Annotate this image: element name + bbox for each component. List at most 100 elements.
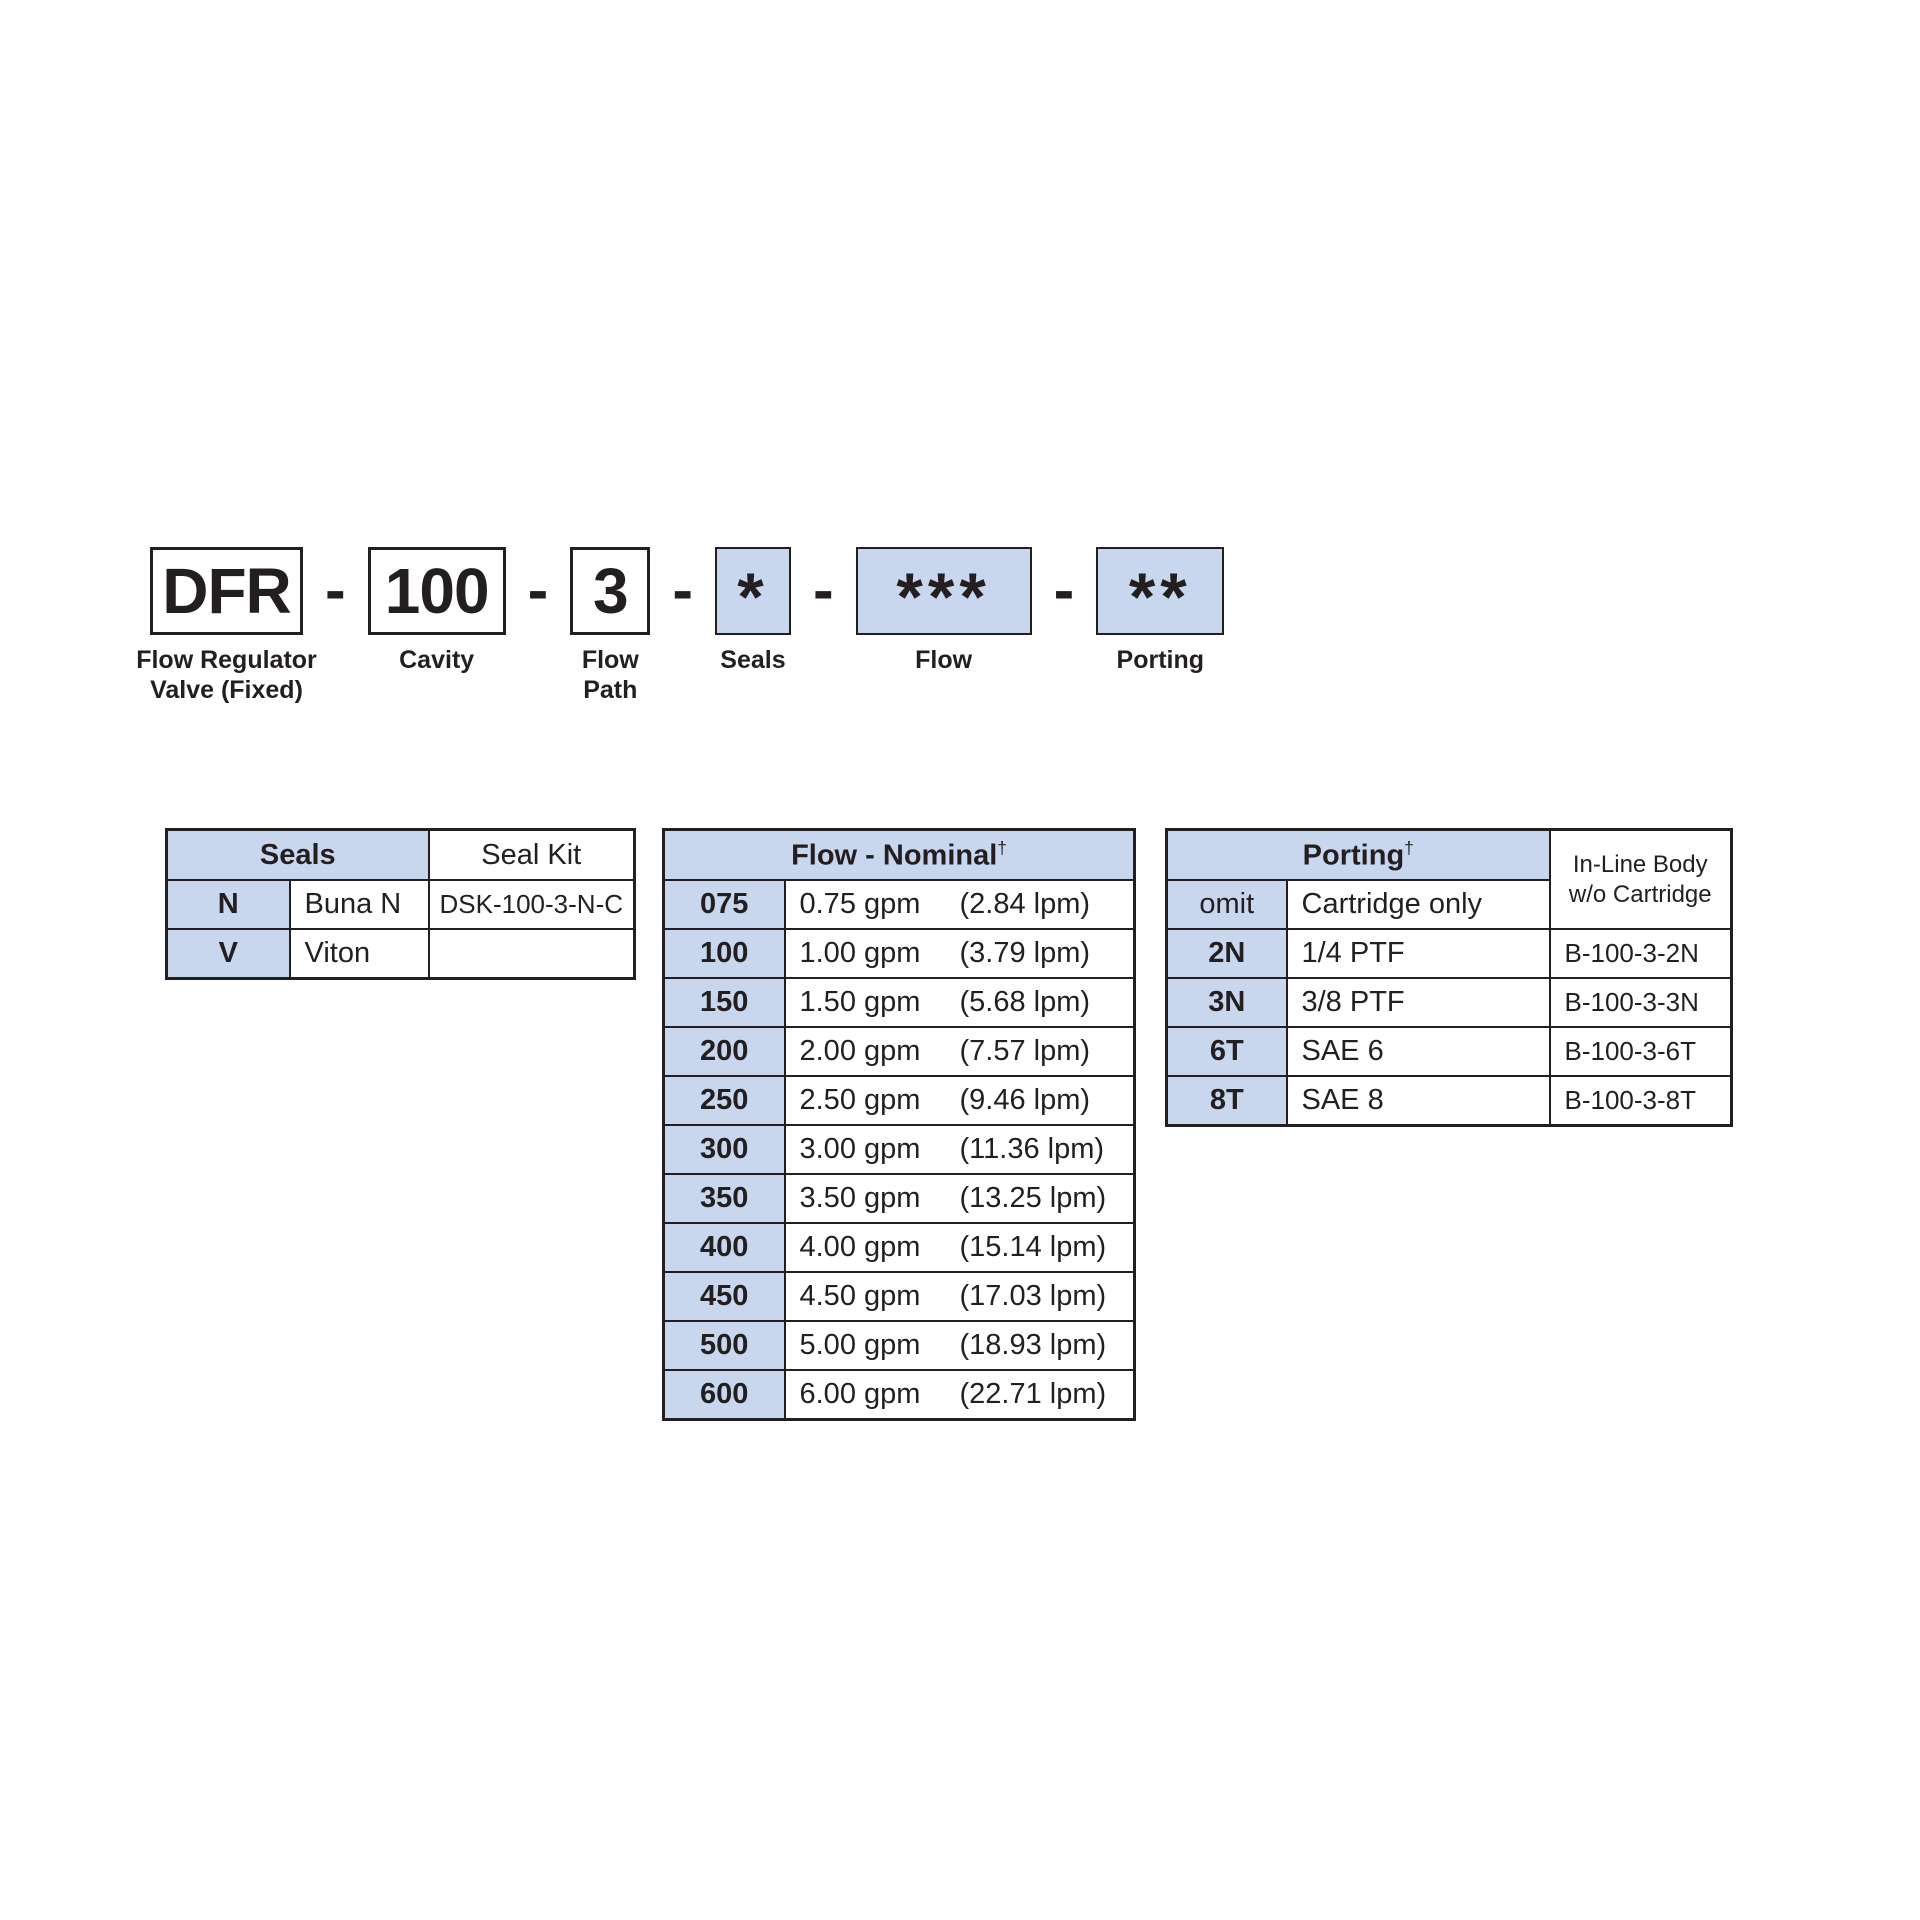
porting-description: SAE 8 — [1285, 1075, 1551, 1127]
table-row: 600 6.00 gpm(22.71 lpm) — [662, 1369, 1136, 1421]
seal-code: N — [165, 879, 291, 930]
flow-value: 5.00 gpm(18.93 lpm) — [783, 1320, 1136, 1371]
flow-code: 500 — [662, 1320, 786, 1371]
porting-table-title: Porting† — [1165, 828, 1551, 881]
table-row: 100 1.00 gpm(3.79 lpm) — [662, 928, 1136, 979]
seal-material: Buna N — [288, 879, 430, 930]
seals-table-header-row: Seals Seal Kit — [165, 828, 636, 881]
code-box-flow-path: 3 — [570, 547, 651, 635]
porting-description: 1/4 PTF — [1285, 928, 1551, 979]
code-box-seals-text: * — [737, 559, 769, 635]
porting-code: 3N — [1165, 977, 1288, 1028]
flow-code: 600 — [662, 1369, 786, 1421]
porting-description: SAE 6 — [1285, 1026, 1551, 1077]
code-box-seals: * — [714, 547, 791, 635]
segment-label-seals: Seals — [720, 646, 786, 674]
inline-body-column-header: In-Line Body w/o Cartridge — [1548, 828, 1733, 930]
flow-code: 075 — [662, 879, 786, 930]
flow-value: 2.00 gpm(7.57 lpm) — [783, 1026, 1136, 1077]
segment-label-flow-regulator: Flow Regulator Valve (Fixed) — [136, 646, 317, 704]
flow-code: 150 — [662, 977, 786, 1028]
flow-code: 350 — [662, 1173, 786, 1224]
model-code-segment-prefix: DFR Flow Regulator Valve (Fixed) — [136, 547, 317, 704]
seal-kit-number: DSK-100-3-N-C — [427, 879, 636, 930]
segment-label-flow-path: Flow Path — [581, 646, 639, 704]
flow-value: 3.50 gpm(13.25 lpm) — [783, 1173, 1136, 1224]
code-box-dfr-text: DFR — [162, 555, 292, 627]
flow-nominal-table: Flow - Nominal† 075 0.75 gpm(2.84 lpm) 1… — [662, 828, 1137, 1421]
code-box-flow-text: *** — [896, 559, 991, 635]
seal-kit-number — [427, 928, 636, 980]
table-row: 400 4.00 gpm(15.14 lpm) — [662, 1222, 1136, 1273]
model-code-segment-porting: ** Porting — [1096, 547, 1225, 674]
porting-table-header-row: Porting† In-Line Body w/o Cartridge — [1165, 828, 1733, 930]
table-row: 075 0.75 gpm(2.84 lpm) — [662, 879, 1136, 930]
segment-label-porting: Porting — [1116, 646, 1205, 674]
seal-kit-column-header: Seal Kit — [427, 828, 636, 881]
code-separator-dash: - — [812, 556, 834, 625]
code-box-flow: *** — [855, 547, 1032, 635]
flow-value: 3.00 gpm(11.36 lpm) — [783, 1124, 1136, 1175]
table-row: 500 5.00 gpm(18.93 lpm) — [662, 1320, 1136, 1371]
segment-label-flow: Flow — [915, 646, 973, 674]
code-separator-dash: - — [325, 556, 346, 625]
dagger-footnote-mark: † — [997, 837, 1007, 858]
flow-code: 400 — [662, 1222, 786, 1273]
model-code-segment-cavity: 100 Cavity — [367, 547, 506, 674]
table-row: 350 3.50 gpm(13.25 lpm) — [662, 1173, 1136, 1224]
code-box-porting: ** — [1096, 547, 1225, 635]
flow-code: 300 — [662, 1124, 786, 1175]
flow-value: 2.50 gpm(9.46 lpm) — [783, 1075, 1136, 1126]
inline-body-part-number: B-100-3-2N — [1548, 928, 1733, 979]
table-row: 200 2.00 gpm(7.57 lpm) — [662, 1026, 1136, 1077]
porting-table: Porting† In-Line Body w/o Cartridge omit… — [1165, 828, 1734, 1127]
segment-label-cavity: Cavity — [399, 646, 475, 674]
flow-table-title: Flow - Nominal† — [662, 828, 1136, 881]
dagger-footnote-mark: † — [1404, 837, 1414, 858]
inline-body-part-number: B-100-3-8T — [1548, 1075, 1733, 1127]
code-separator-dash: - — [527, 556, 549, 625]
model-code-segment-flow: *** Flow — [855, 547, 1032, 674]
inline-body-part-number: B-100-3-6T — [1548, 1026, 1733, 1077]
flow-code: 100 — [662, 928, 786, 979]
table-row: 300 3.00 gpm(11.36 lpm) — [662, 1124, 1136, 1175]
porting-code: omit — [1165, 879, 1288, 930]
seals-table: Seals Seal Kit N Buna N DSK-100-3-N-C V … — [165, 828, 637, 980]
flow-value: 0.75 gpm(2.84 lpm) — [783, 879, 1136, 930]
flow-table-header-row: Flow - Nominal† — [662, 828, 1136, 881]
code-box-porting-text: ** — [1128, 559, 1192, 635]
table-row: 450 4.50 gpm(17.03 lpm) — [662, 1271, 1136, 1322]
flow-value: 4.50 gpm(17.03 lpm) — [783, 1271, 1136, 1322]
seal-code: V — [165, 928, 291, 980]
table-row: 3N 3/8 PTF B-100-3-3N — [1165, 977, 1733, 1028]
porting-code: 8T — [1165, 1075, 1288, 1127]
code-box-flow-path-text: 3 — [593, 555, 629, 627]
table-row: 150 1.50 gpm(5.68 lpm) — [662, 977, 1136, 1028]
porting-description: Cartridge only — [1285, 879, 1551, 930]
porting-description: 3/8 PTF — [1285, 977, 1551, 1028]
code-box-dfr: DFR — [150, 547, 303, 635]
flow-code: 200 — [662, 1026, 786, 1077]
model-code-segment-seals: * Seals — [714, 547, 791, 674]
inline-body-part-number: B-100-3-3N — [1548, 977, 1733, 1028]
code-separator-dash: - — [1053, 556, 1075, 625]
flow-code: 250 — [662, 1075, 786, 1126]
seal-material: Viton — [288, 928, 430, 980]
flow-value: 1.50 gpm(5.68 lpm) — [783, 977, 1136, 1028]
table-row: 6T SAE 6 B-100-3-6T — [1165, 1026, 1733, 1077]
code-box-cavity-text: 100 — [384, 555, 490, 627]
flow-code: 450 — [662, 1271, 786, 1322]
porting-code: 2N — [1165, 928, 1288, 979]
table-row: 2N 1/4 PTF B-100-3-2N — [1165, 928, 1733, 979]
code-separator-dash: - — [672, 556, 693, 625]
table-row: 8T SAE 8 B-100-3-8T — [1165, 1075, 1733, 1127]
model-code-builder: DFR Flow Regulator Valve (Fixed) - 100 C… — [136, 547, 1225, 704]
porting-code: 6T — [1165, 1026, 1288, 1077]
table-row: V Viton — [165, 928, 636, 980]
seals-table-title: Seals — [165, 828, 430, 881]
flow-value: 4.00 gpm(15.14 lpm) — [783, 1222, 1136, 1273]
table-row: 250 2.50 gpm(9.46 lpm) — [662, 1075, 1136, 1126]
code-box-cavity: 100 — [367, 547, 506, 635]
model-code-segment-flow-path: 3 Flow Path — [570, 547, 651, 704]
flow-value: 6.00 gpm(22.71 lpm) — [783, 1369, 1136, 1421]
